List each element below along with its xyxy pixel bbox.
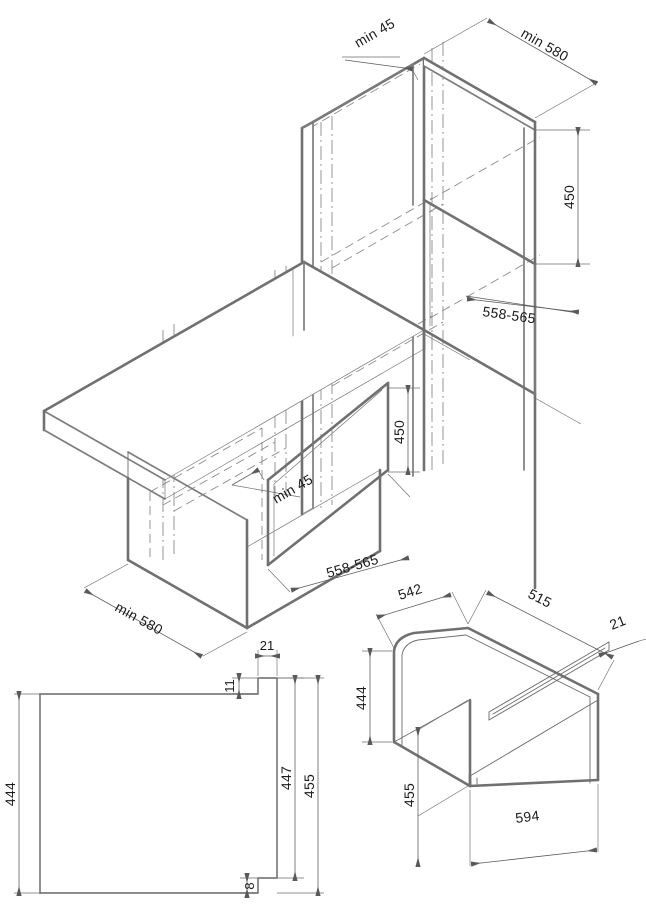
dim-558-upper: 558-565	[423, 295, 582, 425]
dim-444-oven: 444	[353, 648, 392, 745]
dim-label-594-oven: 594	[514, 807, 540, 826]
lower-cabinet-countertop	[42, 260, 426, 500]
dim-542-oven: 542	[375, 580, 469, 649]
dim-label-558-upper: 558-565	[482, 303, 537, 326]
dim-450-lower: 450	[388, 385, 420, 475]
dim-8-section: 8	[240, 873, 258, 898]
section-view: 444 21 11 447 455	[2, 638, 324, 898]
dim-label-11-section: 11	[222, 679, 237, 693]
dim-label-444-oven: 444	[353, 686, 369, 710]
dim-455-section: 455	[277, 675, 324, 896]
dim-label-455-oven: 455	[401, 783, 417, 807]
dim-label-444-section: 444	[2, 782, 18, 806]
dim-label-455-section: 455	[301, 774, 317, 798]
dim-label-450-upper: 450	[561, 185, 577, 209]
dim-444-section: 444	[2, 691, 40, 896]
dim-450-upper: 450	[535, 127, 590, 267]
dim-455-oven: 455	[401, 699, 469, 867]
dim-21-section: 21	[255, 638, 280, 676]
dim-label-450-lower: 450	[391, 420, 407, 444]
oven-body	[392, 626, 610, 788]
dim-594-oven: 594	[469, 784, 599, 867]
dim-label-21-section: 21	[260, 638, 274, 653]
dim-label-542-oven: 542	[396, 580, 424, 603]
dim-11-section: 11	[222, 673, 258, 699]
upper-cabinet-body	[300, 56, 537, 590]
dim-label-8-section: 8	[242, 882, 257, 889]
dim-21-oven: 21	[598, 612, 646, 658]
dim-label-21-oven: 21	[607, 612, 628, 633]
section-profile	[39, 677, 278, 894]
dim-label-447-section: 447	[278, 766, 294, 790]
